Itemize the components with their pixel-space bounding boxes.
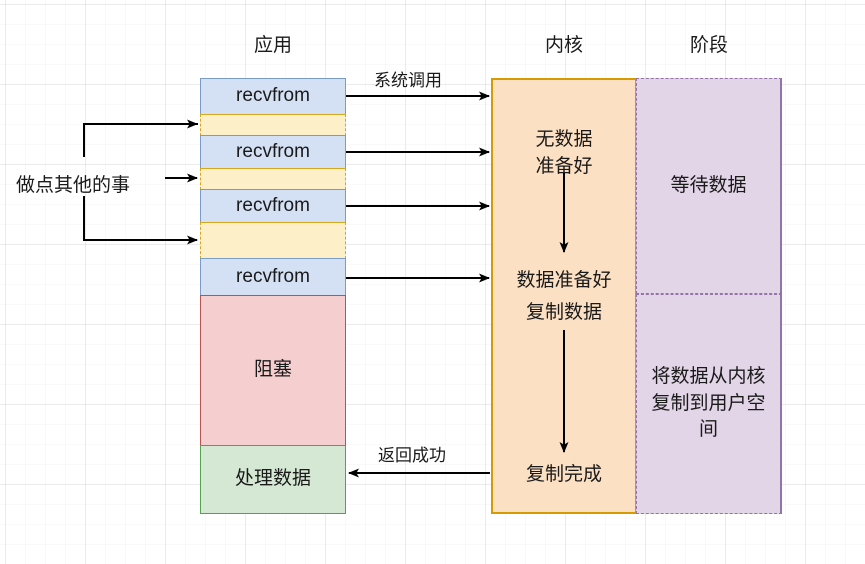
phase-copy-to-user-label: 将数据从内核 复制到用户空 间: [651, 365, 766, 441]
kernel-state-copy-done: 复制完成: [525, 464, 602, 485]
app-blocked-box[interactable]: 阻塞: [200, 295, 346, 446]
kernel-state-copy-data: 复制数据: [525, 302, 602, 323]
app-recvfrom-4-label: recvfrom: [236, 265, 310, 287]
app-recvfrom-3-label: recvfrom: [236, 194, 310, 216]
phase-waiting-data-label: 等待数据: [670, 174, 747, 196]
app-wait-gap-3[interactable]: [200, 222, 346, 259]
column-title-phase: 阶段: [689, 35, 728, 56]
app-recvfrom-2-label: recvfrom: [236, 140, 310, 162]
column-title-kernel: 内核: [544, 35, 583, 56]
edge-label-syscall: 系统调用: [374, 71, 442, 90]
column-title-app: 应用: [253, 35, 292, 56]
app-recvfrom-2[interactable]: recvfrom: [200, 135, 346, 169]
side-label-do-other-things: 做点其他的事: [16, 175, 131, 196]
app-wait-gap-2[interactable]: [200, 168, 346, 190]
edge-label-return-success: 返回成功: [378, 446, 446, 465]
app-recvfrom-1[interactable]: recvfrom: [200, 78, 346, 115]
app-recvfrom-1-label: recvfrom: [236, 85, 310, 107]
app-wait-gap-1[interactable]: [200, 114, 346, 136]
app-process-data-box[interactable]: 处理数据: [200, 445, 346, 514]
app-blocked-label: 阻塞: [253, 359, 292, 381]
kernel-state-data-ready: 数据准备好: [516, 270, 612, 291]
phase-copy-to-user-box[interactable]: 将数据从内核 复制到用户空 间: [636, 294, 782, 514]
phase-waiting-data-box[interactable]: 等待数据: [636, 78, 782, 294]
bracket-top-segment: [83, 123, 198, 125]
kernel-state-no-data: 无数据 准备好: [535, 129, 593, 177]
app-process-data-label: 处理数据: [234, 468, 311, 490]
app-recvfrom-3[interactable]: recvfrom: [200, 189, 346, 223]
app-recvfrom-4[interactable]: recvfrom: [200, 258, 346, 296]
